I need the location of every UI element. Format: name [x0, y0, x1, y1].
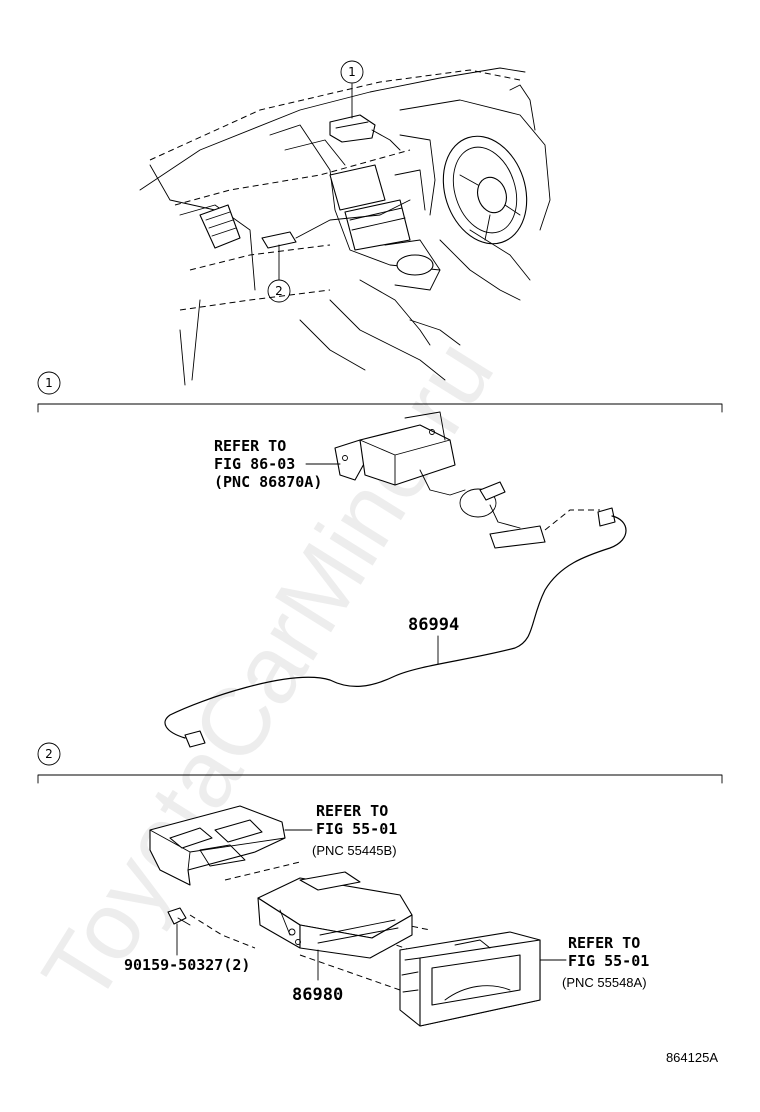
callout-2-number: 2 — [275, 284, 283, 298]
connector-loop — [459, 481, 616, 549]
part-label-86994: 86994 — [408, 615, 459, 665]
section-2-number: 2 — [45, 747, 53, 761]
harness-end-connector — [184, 730, 206, 748]
figure-code: 864125A — [666, 1050, 718, 1065]
part-90159-50327-number: 90159-50327(2) — [124, 956, 250, 974]
ecu-module-86870A — [334, 411, 466, 496]
bezel-55548A — [399, 931, 567, 1027]
ref2-line3: (PNC 55445B) — [312, 843, 397, 858]
section-1-number: 1 — [45, 376, 53, 390]
ref2-line1: REFER TO — [316, 802, 388, 820]
ref1-line3: (PNC 86870A) — [214, 473, 322, 491]
module-86980: 86980 — [257, 871, 413, 1005]
callout-1: 1 — [340, 60, 364, 84]
section-2-header: 2 — [37, 742, 723, 784]
ref2-line2: FIG 55-01 — [316, 820, 397, 838]
bracket-55445B — [149, 805, 286, 886]
callout-2: 2 — [267, 279, 291, 303]
ref3-line1: REFER TO — [568, 934, 640, 952]
refer-to-fig-55-01-b: REFER TO FIG 55-01 (PNC 55548A) — [562, 934, 649, 990]
ref1-line2: FIG 86-03 — [214, 455, 295, 473]
ref1-line1: REFER TO — [214, 437, 286, 455]
callout-1-number: 1 — [348, 65, 356, 79]
wire-harness-86994 — [164, 515, 627, 739]
ref3-line3: (PNC 55548A) — [562, 975, 647, 990]
section-1-header: 1 — [37, 371, 723, 413]
bolt-90159-50327: 90159-50327(2) — [124, 907, 250, 974]
ref3-line2: FIG 55-01 — [568, 952, 649, 970]
part-86994-number: 86994 — [408, 615, 459, 635]
refer-to-fig-86-03: REFER TO FIG 86-03 (PNC 86870A) — [214, 437, 341, 491]
dashboard-overview — [139, 67, 551, 386]
part-86980-number: 86980 — [292, 985, 343, 1005]
refer-to-fig-55-01-a: REFER TO FIG 55-01 (PNC 55445B) — [312, 802, 397, 858]
